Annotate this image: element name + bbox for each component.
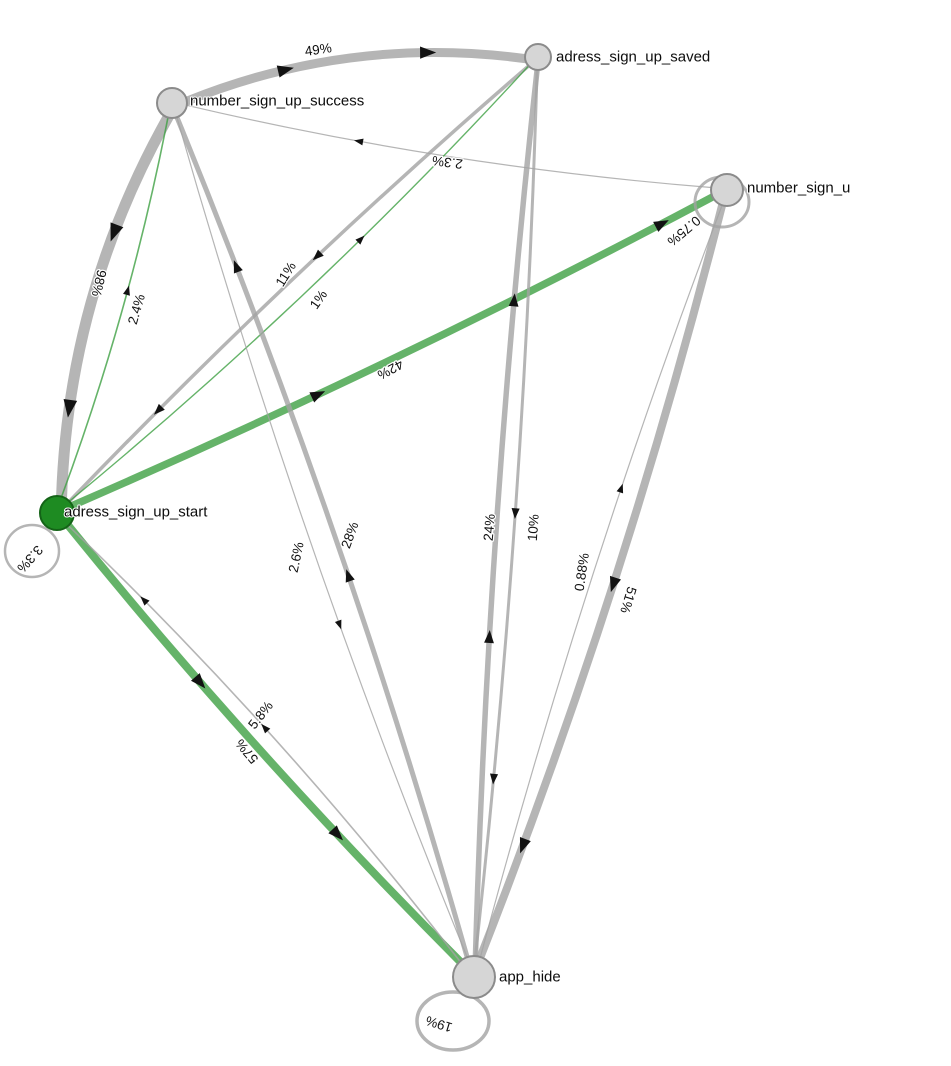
edge-number_sign_u-to-number_sign_up_success[interactable] bbox=[186, 104, 712, 189]
edge-number_sign_up_success-to-adress_sign_up_saved[interactable] bbox=[182, 47, 530, 106]
edge-label: 51% bbox=[617, 585, 639, 615]
edge-number_sign_u-to-app_hide[interactable] bbox=[476, 201, 727, 962]
graph-node-adress_sign_up_saved[interactable] bbox=[524, 43, 552, 71]
edge-label: 11% bbox=[273, 259, 300, 289]
edge-arrow-icon bbox=[276, 65, 294, 78]
edge-arrow-icon bbox=[420, 46, 437, 59]
edge-arrow-icon bbox=[110, 222, 124, 242]
node-label-adress_sign_up_saved: adress_sign_up_saved bbox=[556, 49, 710, 66]
edge-arrow-icon bbox=[153, 403, 165, 415]
self-loop-edge-adress_sign_up_start[interactable] bbox=[3, 523, 61, 579]
edge-arrow-icon bbox=[190, 673, 206, 689]
edge-app_hide-to-adress_sign_up_start[interactable] bbox=[67, 524, 461, 963]
edge-arrow-icon bbox=[616, 483, 624, 494]
edge-arrow-icon bbox=[328, 825, 343, 841]
edge-adress_sign_up_start-to-app_hide[interactable] bbox=[64, 521, 464, 966]
edge-app_hide-to-adress_sign_up_saved[interactable] bbox=[472, 67, 540, 959]
edge-label: 2.6% bbox=[286, 541, 307, 574]
edge-label: 10% bbox=[525, 514, 542, 542]
edge-label: 0.88% bbox=[572, 552, 592, 592]
edge-app_hide-to-number_sign_u[interactable] bbox=[479, 204, 723, 958]
edge-label: 19% bbox=[424, 1013, 454, 1035]
edge-adress_sign_up_start-to-number_sign_u[interactable] bbox=[68, 193, 717, 510]
edge-arrow-icon bbox=[490, 773, 499, 785]
edge-arrow-icon bbox=[508, 293, 519, 307]
graph-node-number_sign_u[interactable] bbox=[710, 173, 744, 207]
edge-arrow-icon bbox=[354, 138, 364, 146]
node-layer bbox=[39, 43, 744, 999]
graph-node-number_sign_up_success[interactable] bbox=[156, 87, 188, 119]
edge-arrow-icon bbox=[355, 235, 365, 245]
edge-arrow-icon bbox=[233, 260, 243, 274]
edge-label: 3.3% bbox=[14, 543, 46, 576]
edge-arrow-icon bbox=[345, 569, 355, 583]
edge-adress_sign_up_start-to-adress_sign_up_saved[interactable] bbox=[68, 65, 530, 503]
edge-arrow-icon bbox=[309, 391, 326, 403]
edge-adress_sign_up_start-to-number_sign_up_success[interactable] bbox=[60, 116, 169, 498]
edge-arrow-icon bbox=[519, 837, 531, 854]
edge-arrow-icon bbox=[511, 508, 520, 519]
node-label-app_hide: app_hide bbox=[499, 969, 561, 986]
edge-label: 49% bbox=[304, 40, 333, 59]
node-label-adress_sign_up_start: adress_sign_up_start bbox=[64, 504, 208, 521]
self-loop-edge-app_hide[interactable] bbox=[415, 990, 491, 1052]
edge-number_sign_up_success-to-app_hide[interactable] bbox=[176, 116, 468, 958]
edge-label: 2.4% bbox=[125, 292, 148, 326]
edge-label: 5.8% bbox=[245, 698, 276, 731]
edge-number_sign_up_success-to-adress_sign_up_start[interactable] bbox=[56, 111, 174, 503]
edge-label: 28% bbox=[338, 520, 361, 551]
edge-adress_sign_up_saved-to-adress_sign_up_start[interactable] bbox=[67, 64, 531, 504]
graph-node-adress_sign_up_start[interactable] bbox=[39, 495, 75, 531]
node-label-number_sign_u: number_sign_u bbox=[747, 180, 850, 197]
edge-layer bbox=[3, 47, 751, 1052]
edge-label: 1% bbox=[307, 287, 330, 312]
edge-arrow-icon bbox=[609, 575, 622, 593]
edge-app_hide-to-number_sign_up_success[interactable] bbox=[174, 114, 470, 960]
node-label-number_sign_up_success: number_sign_up_success bbox=[190, 93, 364, 110]
edge-arrow-icon bbox=[261, 723, 271, 734]
edge-arrow-icon bbox=[484, 630, 494, 644]
edge-label: 24% bbox=[481, 513, 498, 541]
edge-arrow-icon bbox=[334, 619, 342, 630]
edge-label: 2.3% bbox=[431, 153, 463, 172]
edge-arrow-icon bbox=[312, 249, 324, 261]
edge-arrow-icon bbox=[653, 220, 669, 232]
edge-label: 98% bbox=[89, 268, 110, 298]
edge-arrow-icon bbox=[123, 285, 130, 296]
edge-arrow-icon bbox=[140, 596, 150, 606]
arrow-layer bbox=[63, 46, 669, 854]
graph-node-app_hide[interactable] bbox=[452, 955, 496, 999]
edge-arrow-icon bbox=[63, 398, 78, 418]
